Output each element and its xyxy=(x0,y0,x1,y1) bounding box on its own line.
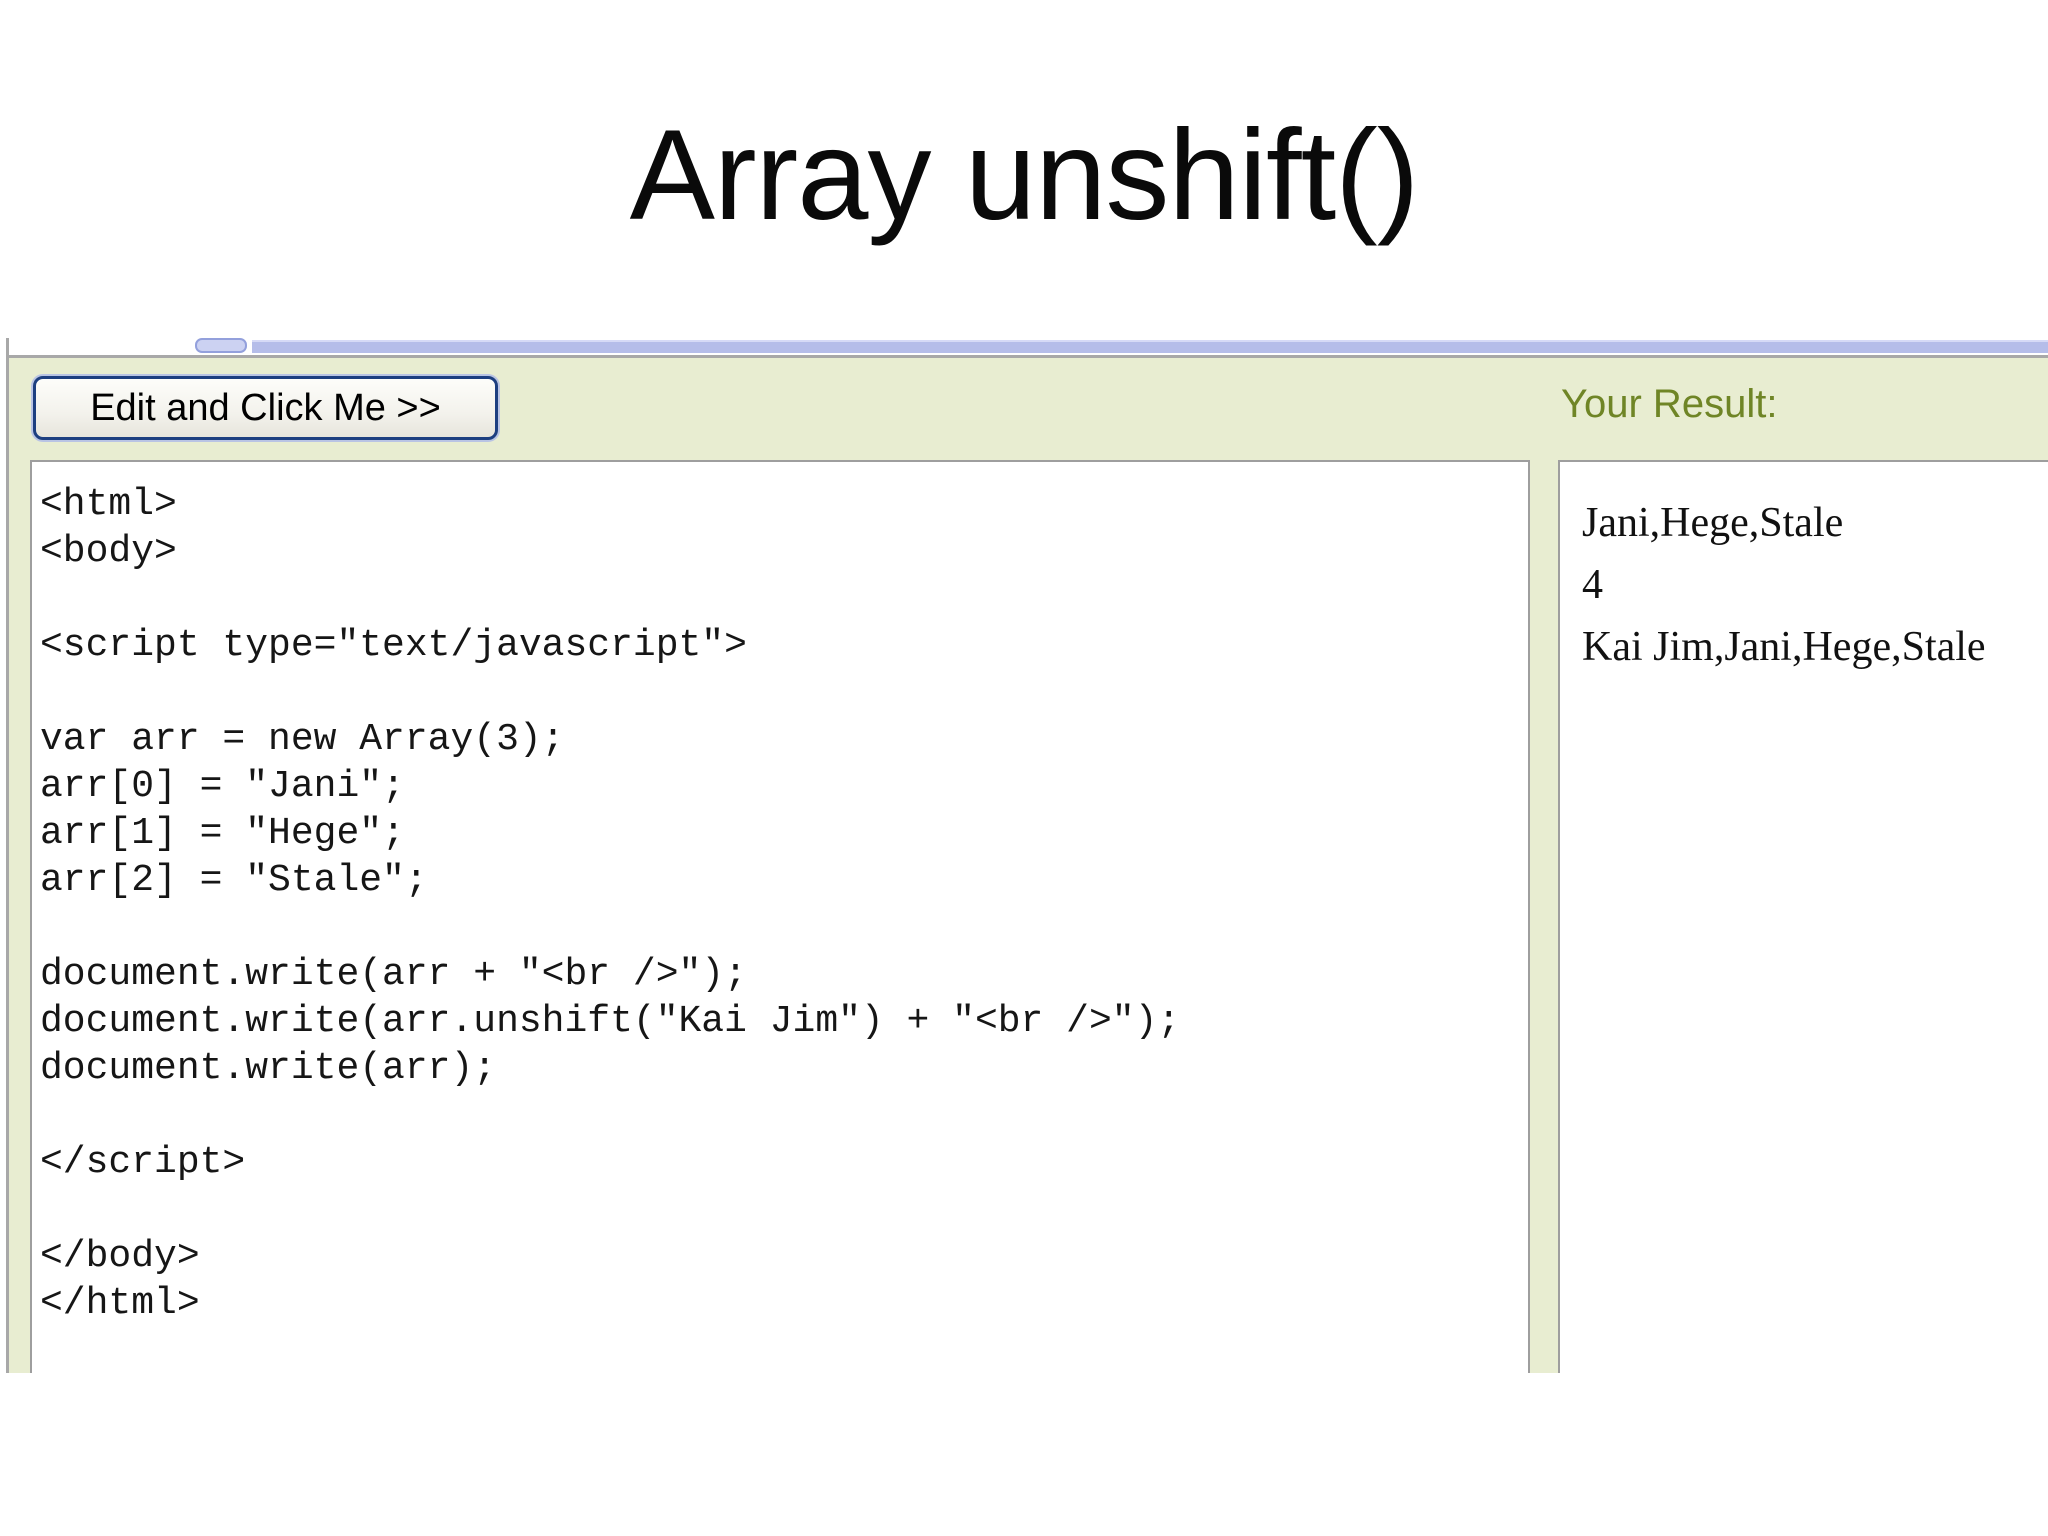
result-line: Jani,Hege,Stale xyxy=(1582,500,1844,546)
tryit-editor-screenshot: Edit and Click Me >> Your Result: <html>… xyxy=(6,338,2048,1373)
result-line: Kai Jim,Jani,Hege,Stale xyxy=(1582,624,1986,670)
tryit-toolbar-panel: Edit and Click Me >> Your Result: <html>… xyxy=(9,355,2048,1373)
scrollbar-track[interactable] xyxy=(252,340,2048,353)
code-editor[interactable]: <html> <body> <script type="text/javascr… xyxy=(30,460,1530,1373)
result-output-panel: Jani,Hege,Stale 4 Kai Jim,Jani,Hege,Stal… xyxy=(1558,460,2048,1373)
scrollbar-thumb[interactable] xyxy=(195,338,247,353)
edit-and-click-button[interactable]: Edit and Click Me >> xyxy=(33,376,498,440)
browser-chrome-strip xyxy=(9,338,2048,355)
result-label: Your Result: xyxy=(1561,382,1778,426)
page-title: Array unshift() xyxy=(629,104,1420,247)
result-line: 4 xyxy=(1582,562,1603,608)
